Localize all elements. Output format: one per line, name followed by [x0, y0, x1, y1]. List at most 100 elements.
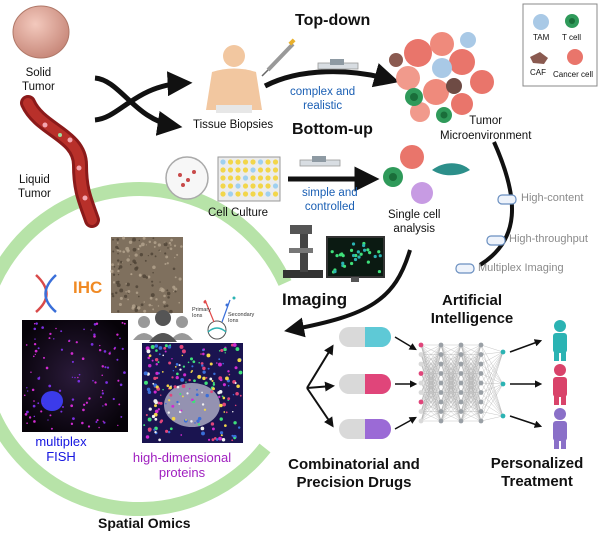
fish-dot	[103, 421, 106, 424]
nn-node	[478, 352, 484, 357]
protein-dot	[212, 381, 215, 385]
nn-link	[460, 344, 482, 365]
protein-dot	[154, 417, 158, 421]
combinatorial-drugs-label: Combinatorial and Precision Drugs	[288, 456, 420, 491]
ihc-speck	[137, 306, 141, 310]
fish-dot	[101, 374, 104, 377]
ihc-speck	[117, 310, 120, 313]
protein-dot	[143, 371, 148, 376]
protein-dot	[219, 417, 223, 421]
fish-dot	[118, 403, 121, 406]
protein-signals	[143, 343, 243, 442]
protein-dot	[227, 397, 231, 401]
ihc-speck	[176, 253, 179, 256]
nn-link	[480, 363, 504, 417]
protein-dot	[154, 358, 159, 362]
fish-dot	[45, 366, 49, 370]
single-cell-analysis-label: Single cell analysis	[388, 209, 441, 235]
protein-dot	[210, 422, 215, 426]
ihc-speck	[135, 266, 139, 270]
nn-link	[440, 344, 462, 422]
fish-dot	[87, 425, 91, 428]
ihc-speck	[166, 291, 171, 296]
ihc-speck	[125, 283, 128, 285]
fish-dot	[70, 422, 74, 426]
protein-dot	[155, 349, 158, 352]
protein-dot	[209, 362, 213, 366]
monitor-cell	[333, 269, 337, 274]
protein-dot	[155, 363, 158, 366]
nn-link	[460, 401, 482, 422]
patient-icon-teal	[553, 320, 567, 361]
nn-link	[480, 354, 504, 385]
fish-dot	[100, 396, 102, 399]
nn-link	[480, 351, 504, 365]
ihc-speck	[180, 245, 183, 248]
protein-dot	[233, 421, 237, 425]
ihc-speck	[172, 267, 176, 271]
protein-dot	[171, 404, 175, 408]
monitor-cell	[330, 250, 334, 254]
protein-dot	[179, 393, 182, 396]
fish-dot	[90, 329, 92, 331]
nn-node	[478, 409, 484, 414]
fish-dot	[37, 347, 40, 350]
ihc-speck	[125, 291, 127, 293]
well	[257, 159, 264, 165]
nn-node	[418, 390, 424, 395]
well-plate-icon	[217, 156, 281, 202]
protein-dot	[212, 383, 216, 386]
fish-dot	[48, 337, 51, 340]
protein-dot	[191, 365, 194, 368]
ihc-speck	[116, 238, 120, 241]
ihc-speck	[132, 259, 136, 264]
ihc-speck	[139, 252, 144, 257]
ihc-speck	[163, 294, 166, 298]
ihc-speck	[174, 290, 177, 293]
protein-dot	[201, 391, 203, 394]
protein-dot	[202, 352, 205, 356]
fish-dot	[82, 408, 85, 412]
protein-dot	[179, 368, 182, 371]
protein-dot	[200, 426, 205, 431]
nn-link	[440, 373, 462, 422]
nn-node	[438, 342, 444, 348]
protein-dot	[150, 345, 155, 349]
patient-figure-icon	[206, 45, 262, 113]
fish-dot	[98, 426, 100, 429]
ihc-speck	[135, 285, 139, 289]
nn-link	[460, 344, 482, 412]
ihc-speck	[112, 250, 115, 253]
complex-realistic-label: complex and realistic	[290, 86, 356, 112]
ihc-speck	[117, 273, 120, 276]
well	[242, 175, 249, 181]
fish-dot	[116, 333, 119, 336]
protein-dot	[152, 382, 155, 385]
protein-dot	[188, 378, 191, 382]
nn-node	[418, 399, 424, 405]
nn-link	[440, 411, 462, 422]
multiplex-imaging-marker	[455, 263, 475, 274]
fish-dot	[32, 355, 35, 358]
nn-node	[458, 399, 464, 405]
protein-dot	[233, 436, 236, 440]
high-dim-proteins-label: high-dimensional proteins	[132, 450, 232, 480]
legend-cancer-cell-label: Cancer cell	[553, 70, 594, 79]
well	[235, 175, 241, 181]
protein-dot	[146, 349, 151, 354]
syringe-icon	[261, 38, 296, 77]
nn-link	[480, 382, 504, 417]
ihc-speck	[122, 236, 125, 240]
nn-link	[420, 373, 442, 422]
ihc-speck	[157, 243, 161, 247]
well	[257, 167, 264, 173]
protein-dot	[219, 378, 223, 382]
ihc-speck	[153, 241, 157, 245]
well	[250, 175, 256, 181]
protein-dot	[194, 422, 196, 424]
protein-dot	[227, 370, 230, 373]
nn-node	[478, 361, 484, 367]
fish-dot	[34, 338, 36, 340]
ihc-speck	[116, 283, 121, 288]
fish-dot	[35, 322, 38, 325]
